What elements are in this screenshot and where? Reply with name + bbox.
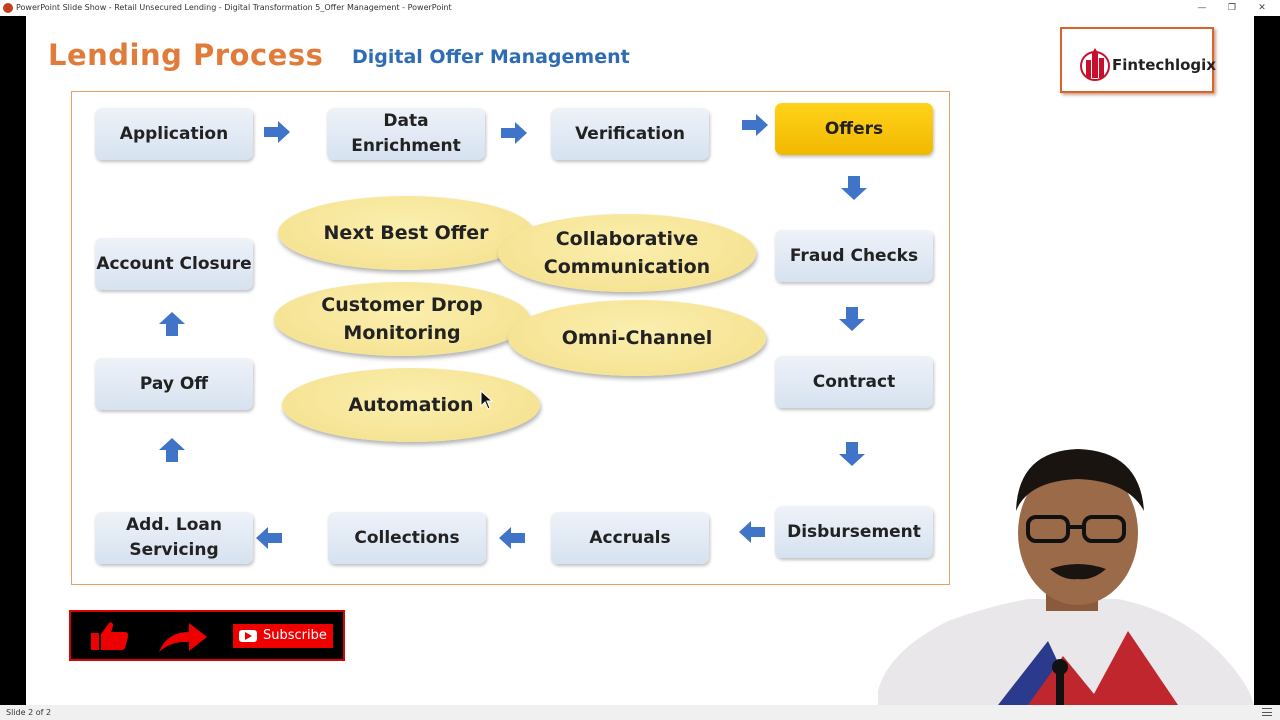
step-fraud-checks: Fraud Checks — [775, 230, 933, 282]
fintechlogix-logo: Fintechlogix — [1060, 27, 1216, 93]
thumbs-up-icon[interactable] — [89, 620, 131, 652]
window-titlebar: PowerPoint Slide Show - Retail Unsecured… — [0, 0, 1280, 16]
step-account-closure: Account Closure — [95, 238, 253, 290]
subscribe-button[interactable]: Subscribe — [233, 624, 333, 648]
step-collections: Collections — [328, 512, 486, 564]
step-offers: Offers — [775, 103, 933, 155]
arrow-up-icon — [159, 312, 185, 336]
step-contract: Contract — [775, 356, 933, 408]
arrow-right-icon — [501, 122, 527, 144]
menu-icon[interactable] — [1262, 708, 1272, 716]
logo-text: Fintechlogix — [1112, 56, 1216, 74]
step-application: Application — [95, 108, 253, 160]
arrow-down-icon — [839, 307, 865, 331]
arrow-right-icon — [742, 114, 768, 136]
arrow-up-icon — [159, 438, 185, 462]
arrow-left-icon — [739, 521, 765, 543]
feature-collaborative-communication: Collaborative Communication — [498, 214, 756, 292]
window-title: PowerPoint Slide Show - Retail Unsecured… — [16, 3, 452, 12]
feature-automation: Automation — [282, 368, 540, 442]
slide-subtitle: Digital Offer Management — [352, 46, 630, 68]
step-accruals: Accruals — [551, 512, 709, 564]
minimize-button[interactable]: — — [1197, 3, 1207, 13]
slide-indicator: Slide 2 of 2 — [6, 708, 52, 717]
arrow-left-icon — [256, 527, 282, 549]
feature-customer-drop-monitoring: Customer Drop Monitoring — [274, 282, 530, 356]
step-pay-off: Pay Off — [95, 358, 253, 410]
step-data-enrichment: Data Enrichment — [327, 108, 485, 160]
subscribe-label: Subscribe — [263, 628, 327, 643]
powerpoint-icon — [3, 3, 13, 13]
step-add-loan-servicing: Add. Loan Servicing — [95, 512, 253, 564]
slide: Lending Process Digital Offer Management… — [26, 16, 1254, 705]
status-bar: Slide 2 of 2 — [0, 705, 1280, 720]
subscribe-overlay: Subscribe — [69, 610, 345, 661]
feature-omni-channel: Omni-Channel — [508, 300, 766, 376]
youtube-play-icon — [239, 630, 257, 642]
step-disbursement: Disbursement — [775, 506, 933, 558]
share-arrow-icon[interactable] — [157, 620, 209, 654]
feature-next-best-offer: Next Best Offer — [278, 196, 534, 270]
logo-mark-icon — [1080, 48, 1110, 81]
arrow-down-icon — [839, 442, 865, 466]
presenter-video — [878, 449, 1254, 705]
restore-button[interactable]: ❐ — [1227, 3, 1237, 13]
arrow-left-icon — [499, 527, 525, 549]
step-verification: Verification — [551, 108, 709, 160]
process-frame — [71, 91, 950, 585]
arrow-down-icon — [841, 176, 867, 200]
slide-title: Lending Process — [48, 38, 324, 72]
close-button[interactable]: ✕ — [1258, 3, 1266, 13]
arrow-right-icon — [264, 121, 290, 143]
mouse-pointer-icon — [480, 390, 494, 410]
